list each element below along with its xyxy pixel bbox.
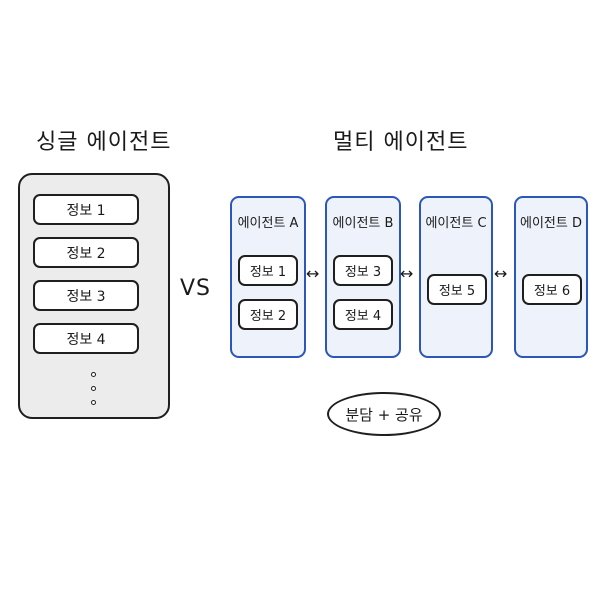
agent-a-label: 에이전트 A: [237, 216, 299, 231]
arrow-b-c: ↔: [400, 264, 414, 283]
single-info-box-3: 정보 3: [33, 280, 139, 311]
agent-a-info-2: 정보 2: [238, 299, 298, 330]
agent-b-info-2: 정보 4: [333, 299, 393, 330]
ellipsis-dot-2: [91, 386, 96, 391]
agent-b-info-1: 정보 3: [333, 255, 393, 286]
agent-d-info-1: 정보 6: [522, 274, 582, 305]
agent-d-panel: 에이전트 D 정보 6: [514, 196, 588, 358]
multi-agent-title: 멀티 에이전트: [333, 130, 469, 155]
single-info-box-4: 정보 4: [33, 323, 139, 354]
agent-b-label: 에이전트 B: [332, 216, 394, 231]
ellipsis-dot-3: [91, 400, 96, 405]
agent-c-label: 에이전트 C: [425, 216, 487, 231]
agent-c-info-1: 정보 5: [427, 274, 487, 305]
single-agent-title: 싱글 에이전트: [36, 130, 172, 155]
ellipsis-dot-1: [91, 372, 96, 377]
agent-a-info-1: 정보 1: [238, 255, 298, 286]
single-info-box-1: 정보 1: [33, 194, 139, 225]
share-ellipse: 분담 + 공유: [327, 392, 441, 436]
arrow-c-d: ↔: [494, 264, 508, 283]
vs-label: VS: [180, 276, 212, 301]
arrow-a-b: ↔: [306, 264, 320, 283]
single-info-box-2: 정보 2: [33, 237, 139, 268]
agent-b-panel: 에이전트 B 정보 3 정보 4: [325, 196, 401, 358]
agent-a-panel: 에이전트 A 정보 1 정보 2: [230, 196, 306, 358]
agent-d-label: 에이전트 D: [520, 216, 582, 231]
agent-c-panel: 에이전트 C 정보 5: [419, 196, 493, 358]
